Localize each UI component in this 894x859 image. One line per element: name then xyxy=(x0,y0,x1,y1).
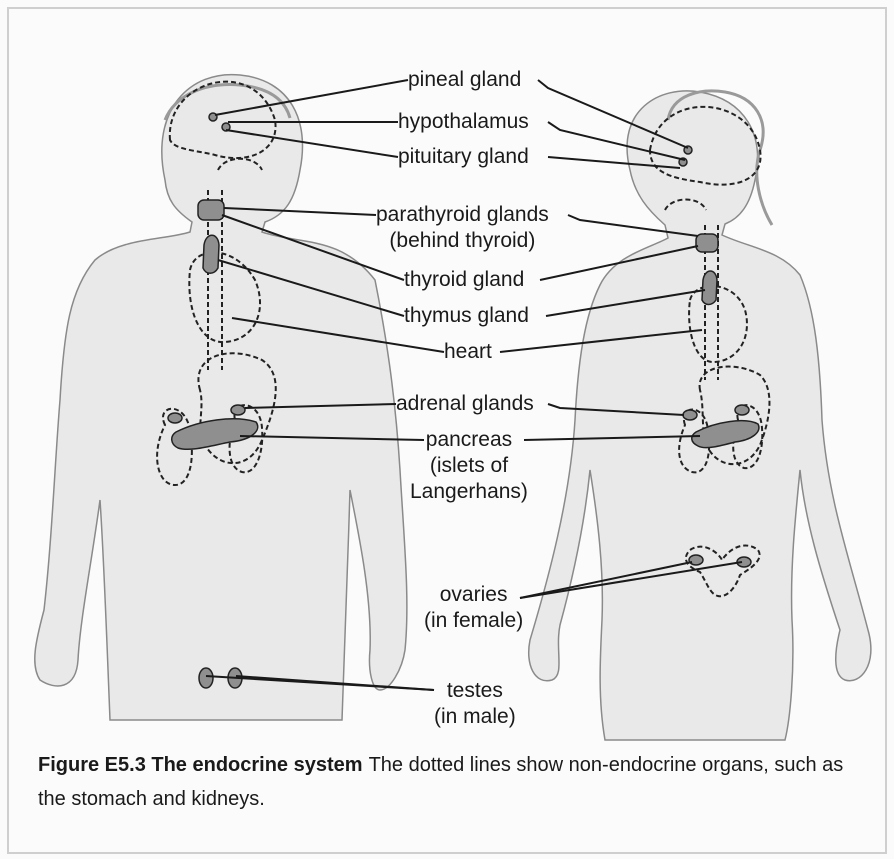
male-adrenal-left xyxy=(168,413,182,423)
female-figure xyxy=(529,91,871,740)
female-adrenal-left xyxy=(683,410,697,420)
male-body xyxy=(35,75,407,720)
label-pituitary-gland: pituitary gland xyxy=(398,144,529,170)
male-adrenal-right xyxy=(231,405,245,415)
label-heart: heart xyxy=(444,339,492,365)
label-thyroid-gland: thyroid gland xyxy=(404,267,524,293)
label-testes: testes (in male) xyxy=(434,678,516,730)
female-ovary-left xyxy=(689,555,703,565)
label-ovaries: ovaries (in female) xyxy=(424,582,523,634)
label-pineal-gland: pineal gland xyxy=(408,67,521,93)
male-thymus xyxy=(203,235,219,273)
female-thyroid xyxy=(696,234,718,252)
male-testis-left xyxy=(199,668,213,688)
male-thyroid xyxy=(198,200,224,220)
female-body xyxy=(529,91,871,740)
label-adrenal-glands: adrenal glands xyxy=(396,391,534,417)
label-pancreas: pancreas (islets of Langerhans) xyxy=(410,427,528,505)
label-hypothalamus: hypothalamus xyxy=(398,109,529,135)
female-thymus xyxy=(702,271,717,305)
caption-title: Figure E5.3 The endocrine system xyxy=(38,754,363,776)
label-thymus-gland: thymus gland xyxy=(404,303,529,329)
male-figure xyxy=(35,75,407,720)
female-adrenal-right xyxy=(735,405,749,415)
label-parathyroid-glands: parathyroid glands (behind thyroid) xyxy=(376,202,549,254)
